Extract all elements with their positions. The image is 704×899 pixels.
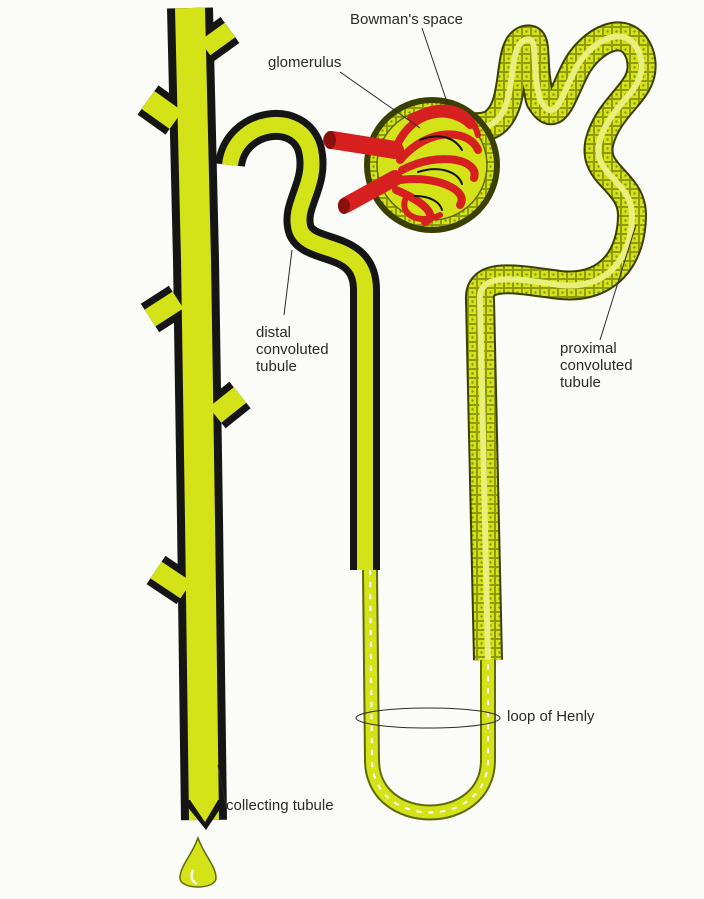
- distal-convoluted-tubule-label: distal convoluted tubule: [256, 324, 329, 375]
- leader-bowmans-space: [422, 28, 448, 105]
- bowmans-space-label: Bowman's space: [350, 11, 463, 28]
- proximal-convoluted-tubule-label: proximal convoluted tubule: [560, 340, 633, 391]
- glomerulus-label: glomerulus: [268, 54, 341, 71]
- loop-of-henle: [370, 570, 488, 813]
- proximal-label-line-2: convoluted: [560, 357, 633, 374]
- loop-of-henly-label: loop of Henly: [507, 708, 595, 725]
- leader-distal: [284, 250, 292, 315]
- leader-glomerulus: [340, 72, 420, 128]
- distal-label-line-3: tubule: [256, 358, 329, 375]
- distal-label-line-2: convoluted: [256, 341, 329, 358]
- proximal-label-line-1: proximal: [560, 340, 633, 357]
- distal-label-line-1: distal: [256, 324, 329, 341]
- urine-drop: [180, 838, 216, 887]
- collecting-tubule: [148, 8, 240, 830]
- collecting-tubule-label: collecting tubule: [226, 797, 334, 814]
- proximal-label-line-3: tubule: [560, 374, 633, 391]
